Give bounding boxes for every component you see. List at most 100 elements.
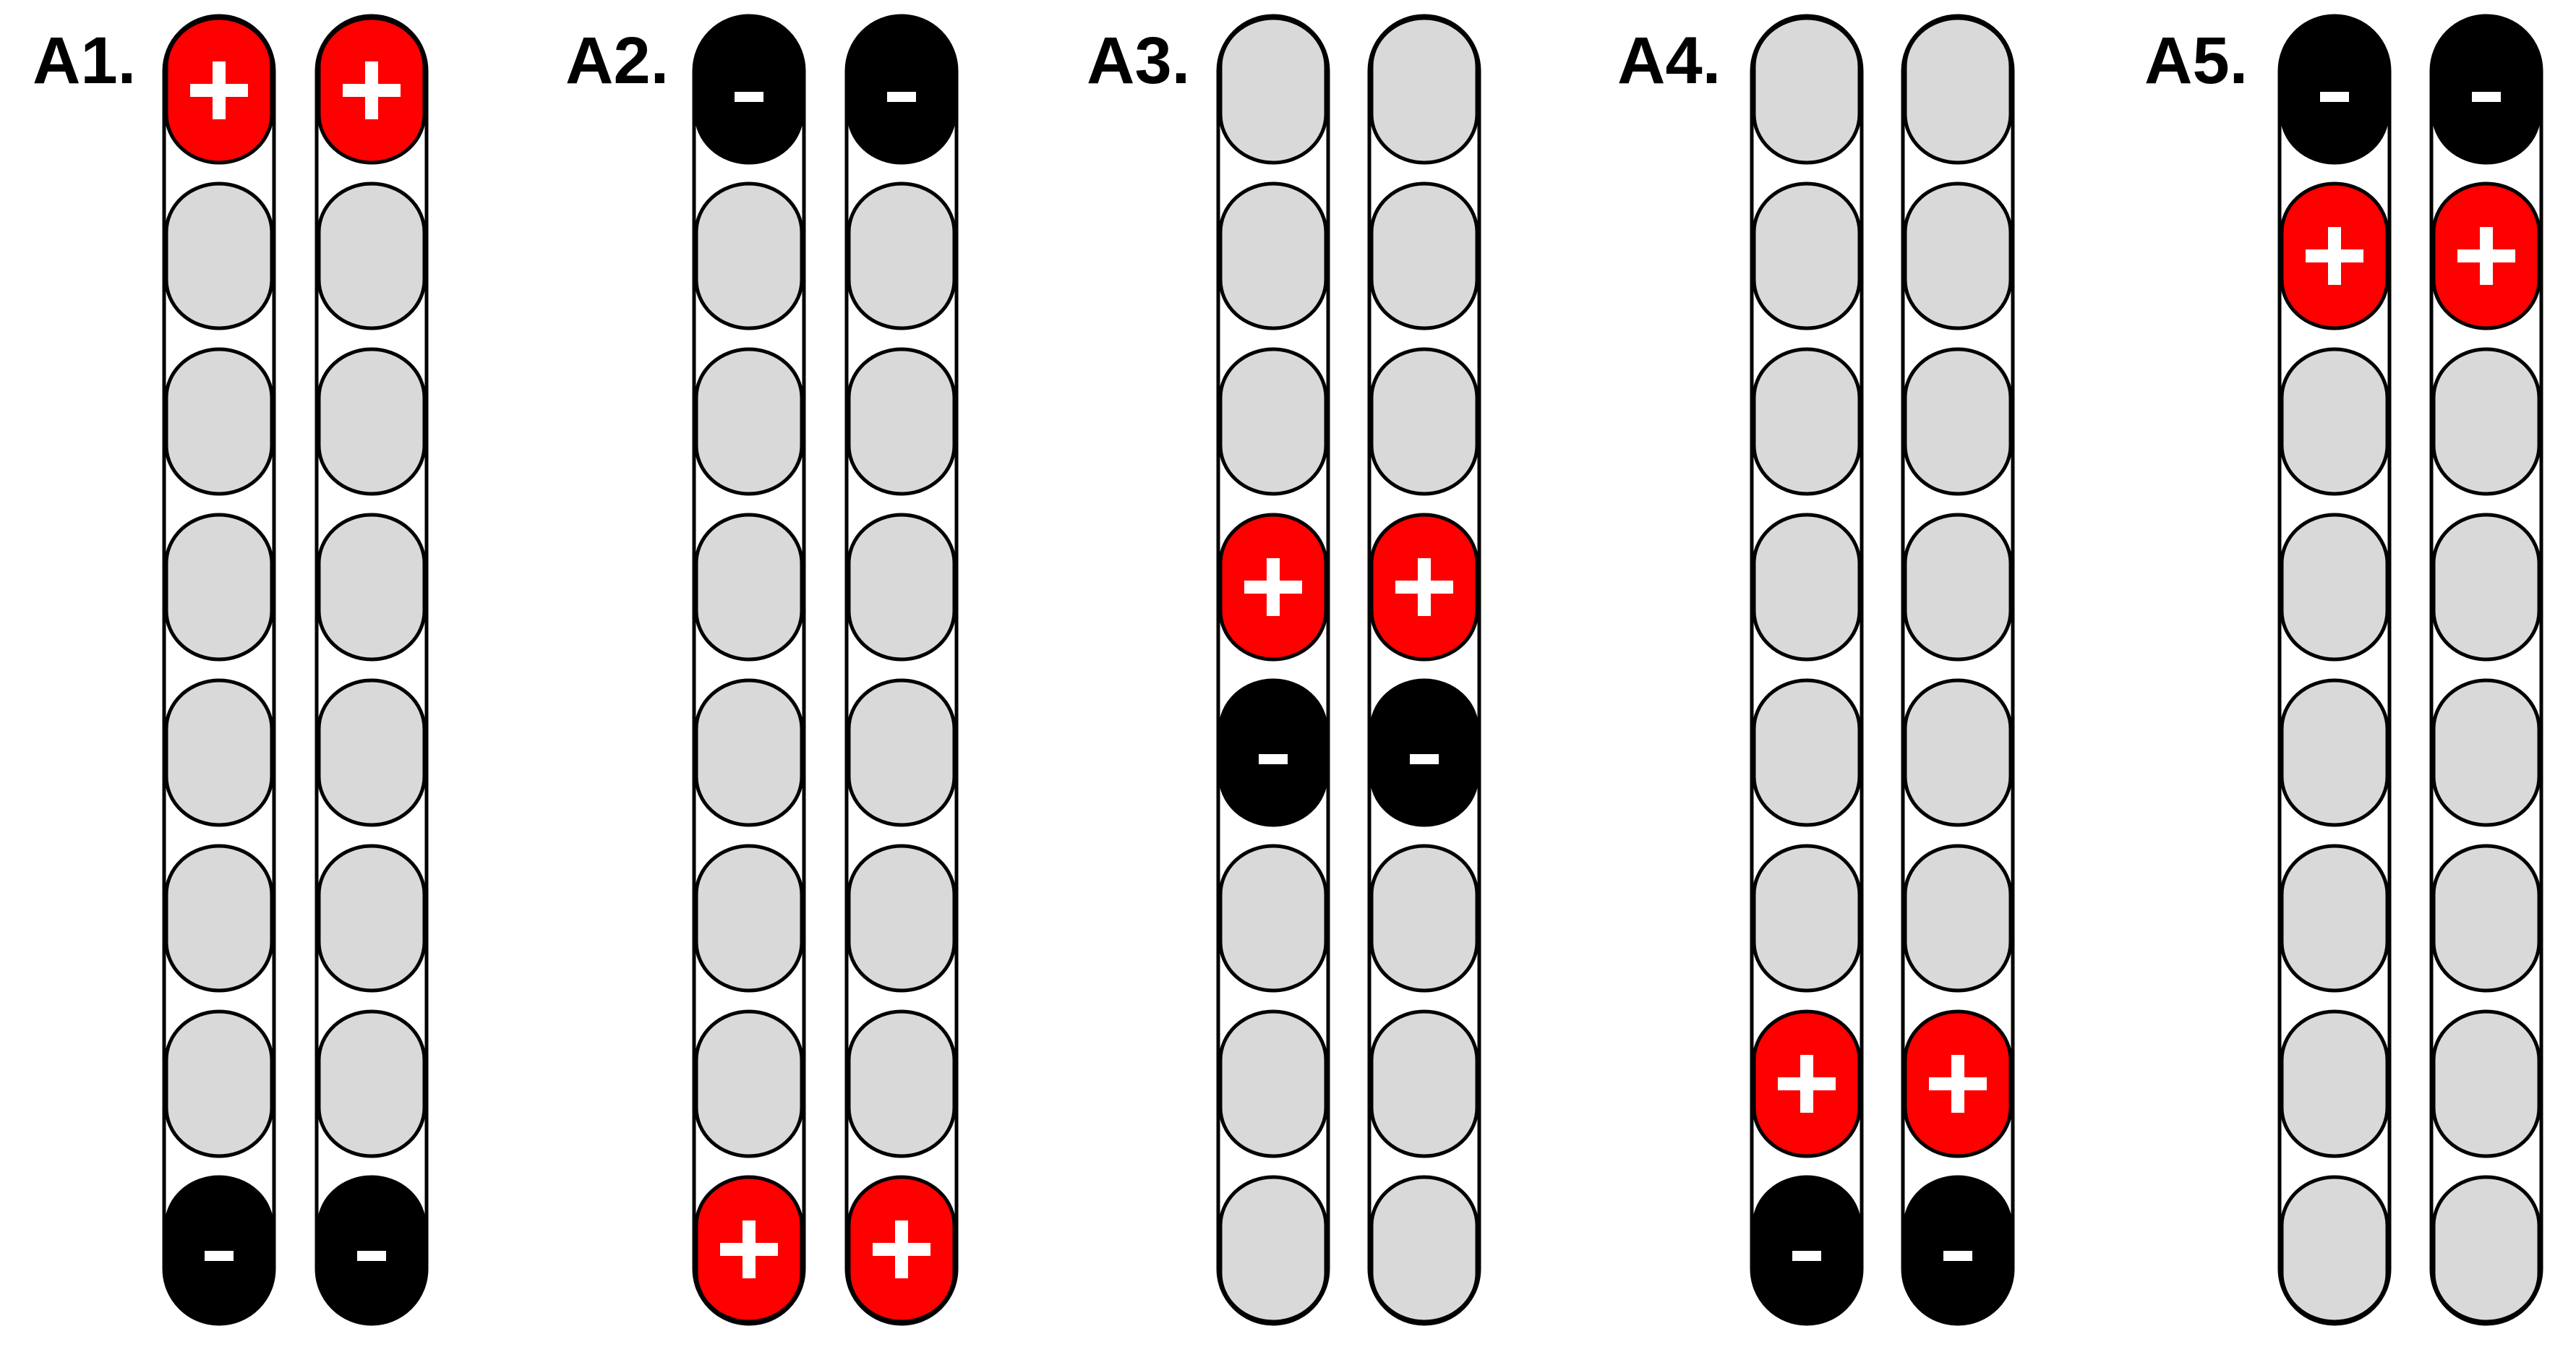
minus-icon: [2472, 92, 2501, 102]
negative-charge-cell: [694, 16, 804, 165]
tube: [1901, 14, 2015, 1326]
minus-icon: [887, 92, 916, 102]
panel-1: A1.: [33, 14, 429, 1326]
neutral-cell: [2431, 844, 2541, 993]
tube-outline: [162, 14, 276, 1326]
neutral-cell: [317, 678, 427, 827]
minus-icon: [1943, 1251, 1972, 1261]
plus-icon: [1929, 1055, 1987, 1113]
tube-outline: [314, 14, 429, 1326]
plus-icon: [873, 1220, 930, 1278]
neutral-cell: [1218, 1009, 1328, 1158]
neutral-cell: [847, 1009, 957, 1158]
neutral-cell: [1218, 181, 1328, 330]
neutral-cell: [1903, 678, 2013, 827]
neutral-cell: [317, 1009, 427, 1158]
neutral-cell: [1903, 347, 2013, 496]
negative-charge-cell: [2431, 16, 2541, 165]
negative-charge-cell: [317, 1175, 427, 1324]
minus-icon: [1410, 754, 1439, 764]
plus-bar-vertical: [2480, 227, 2493, 285]
tube-outline: [1901, 14, 2015, 1326]
neutral-cell: [1752, 181, 1862, 330]
neutral-cell: [164, 347, 274, 496]
plus-bar-vertical: [895, 1220, 908, 1278]
panel-2: A2.: [565, 14, 959, 1326]
neutral-cell: [847, 347, 957, 496]
panel-5: A5.: [2144, 14, 2543, 1326]
neutral-cell: [1369, 844, 1479, 993]
plus-icon: [1778, 1055, 1836, 1113]
neutral-cell: [1369, 1009, 1479, 1158]
neutral-cell: [847, 513, 957, 662]
panel-3: A3.: [1087, 14, 1481, 1326]
plus-bar-vertical: [1418, 558, 1431, 616]
minus-icon: [357, 1251, 386, 1261]
neutral-cell: [694, 181, 804, 330]
negative-charge-cell: [1752, 1175, 1862, 1324]
negative-charge-cell: [164, 1175, 274, 1324]
plus-icon: [2306, 227, 2363, 285]
neutral-cell: [2280, 347, 2389, 496]
neutral-cell: [164, 844, 274, 993]
neutral-cell: [1369, 347, 1479, 496]
plus-bar-vertical: [1951, 1055, 1964, 1113]
neutral-cell: [847, 181, 957, 330]
neutral-cell: [694, 513, 804, 662]
neutral-cell: [1369, 16, 1479, 165]
minus-icon: [735, 92, 763, 102]
neutral-cell: [1218, 16, 1328, 165]
neutral-cell: [847, 844, 957, 993]
tube: [314, 14, 429, 1326]
neutral-cell: [1218, 347, 1328, 496]
plus-bar-vertical: [213, 61, 226, 119]
plus-icon: [2457, 227, 2515, 285]
neutral-cell: [2280, 1009, 2389, 1158]
neutral-cell: [317, 347, 427, 496]
negative-charge-cell: [2280, 16, 2389, 165]
tube-outline: [1216, 14, 1330, 1326]
plus-bar-vertical: [743, 1220, 756, 1278]
tube: [2277, 14, 2392, 1326]
tube: [1750, 14, 1864, 1326]
neutral-cell: [694, 1009, 804, 1158]
neutral-cell: [694, 347, 804, 496]
panel-4: A4.: [1617, 14, 2015, 1326]
tube-outline: [692, 14, 806, 1326]
negative-charge-cell: [1903, 1175, 2013, 1324]
neutral-cell: [1903, 16, 2013, 165]
neutral-cell: [2431, 1009, 2541, 1158]
plus-icon: [343, 61, 401, 119]
minus-icon: [1792, 1251, 1821, 1261]
neutral-cell: [1369, 1175, 1479, 1324]
negative-charge-cell: [1369, 678, 1479, 827]
neutral-cell: [317, 844, 427, 993]
neutral-cell: [2280, 1175, 2389, 1324]
neutral-cell: [164, 181, 274, 330]
neutral-cell: [317, 513, 427, 662]
tube: [1216, 14, 1330, 1326]
neutral-cell: [1752, 678, 1862, 827]
neutral-cell: [317, 181, 427, 330]
neutral-cell: [2431, 347, 2541, 496]
plus-bar-vertical: [1267, 558, 1280, 616]
plus-icon: [190, 61, 248, 119]
neutral-cell: [164, 1009, 274, 1158]
tube: [692, 14, 806, 1326]
tube-outline: [2429, 14, 2543, 1326]
panel-label: A1.: [33, 24, 136, 98]
negative-charge-cell: [847, 16, 957, 165]
neutral-cell: [2431, 513, 2541, 662]
neutral-cell: [694, 678, 804, 827]
minus-icon: [1259, 754, 1288, 764]
tube-outline: [2277, 14, 2392, 1326]
neutral-cell: [2280, 844, 2389, 993]
neutral-cell: [2280, 513, 2389, 662]
tube-outline: [1750, 14, 1864, 1326]
neutral-cell: [164, 678, 274, 827]
neutral-cell: [847, 678, 957, 827]
plus-bar-vertical: [365, 61, 378, 119]
panels: A1. A2. A3. A4. A5.: [33, 14, 2543, 1326]
neutral-cell: [1752, 513, 1862, 662]
